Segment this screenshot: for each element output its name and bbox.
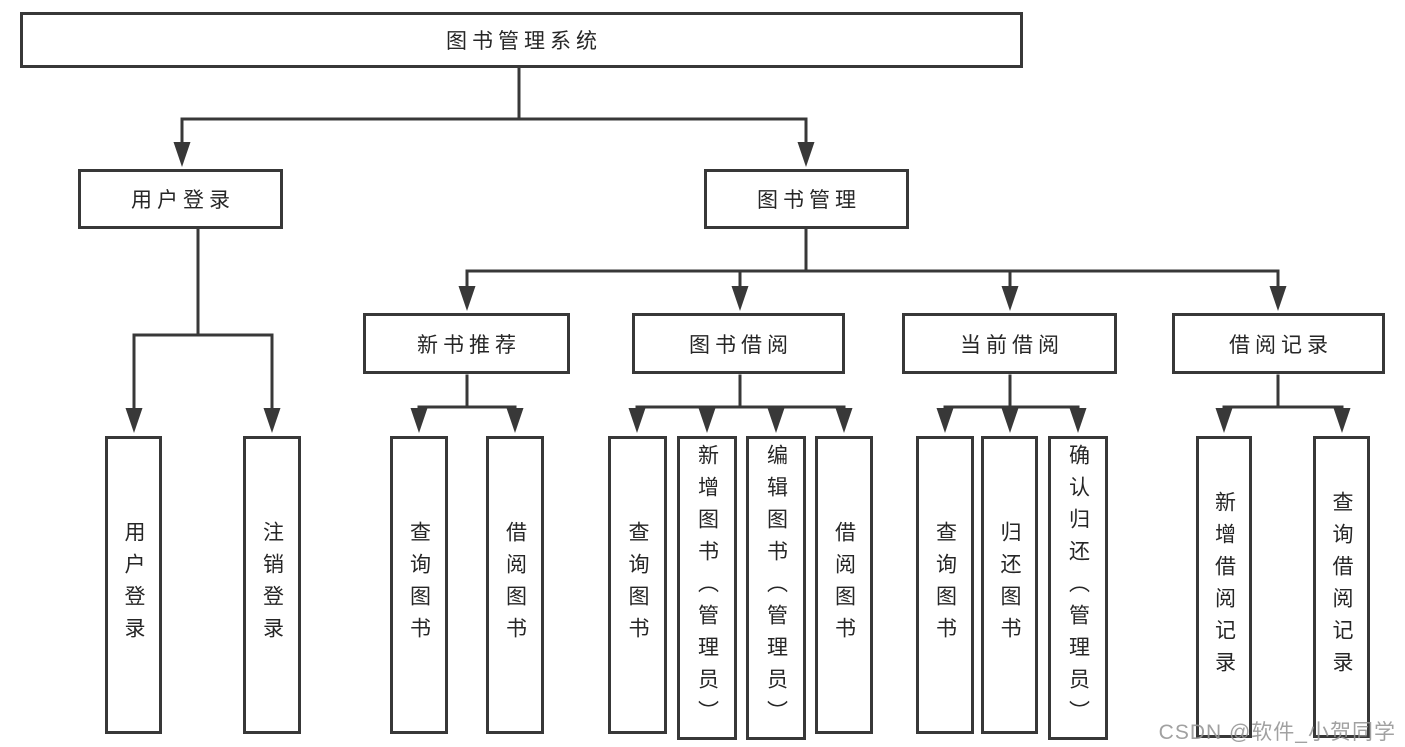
leaf-query-books-1: 查询图书: [390, 436, 448, 734]
node-label: 借阅记录: [1229, 333, 1333, 357]
leaf-user-login: 用户登录: [105, 436, 162, 734]
node-book-management: 图书管理: [704, 169, 909, 229]
node-label: 当前借阅: [960, 333, 1064, 357]
leaf-query-books-3: 查询图书: [916, 436, 974, 734]
leaf-label: 确认归还（管理员）: [1066, 444, 1090, 732]
leaf-label: 用户登录: [122, 521, 145, 649]
leaf-label: 查询借阅记录: [1330, 491, 1353, 683]
leaf-label: 新增图书（管理员）: [695, 444, 719, 732]
node-label: 图书管理: [757, 189, 861, 212]
leaf-query-books-2: 查询图书: [608, 436, 667, 734]
node-book-borrow: 图书借阅: [632, 313, 845, 374]
connector-user-login: [132, 227, 274, 414]
leaf-label: 查询图书: [933, 521, 957, 649]
connector-root: [180, 66, 808, 148]
leaf-label: 注销登录: [260, 521, 284, 649]
node-current-borrow: 当前借阅: [902, 313, 1117, 374]
node-label: 图书借阅: [689, 333, 793, 357]
leaf-logout: 注销登录: [243, 436, 301, 734]
leaf-query-borrow-record: 查询借阅记录: [1313, 436, 1370, 738]
leaf-add-borrow-record: 新增借阅记录: [1196, 436, 1252, 738]
leaf-add-books-admin: 新增图书（管理员）: [677, 436, 737, 740]
node-label: 用户登录: [131, 189, 235, 212]
connector-borrow-records: [1222, 374, 1344, 414]
node-new-book-recommend: 新书推荐: [363, 313, 570, 374]
leaf-return-books: 归还图书: [981, 436, 1038, 734]
node-label: 图书管理系统: [446, 30, 602, 53]
node-label: 新书推荐: [417, 333, 521, 357]
leaf-label: 查询图书: [407, 521, 431, 649]
connector-book-borrow: [635, 374, 846, 414]
arrowheads: [125, 142, 1351, 433]
csdn-watermark: CSDN @软件_小贺同学: [1158, 721, 1396, 744]
connector-book-management: [465, 227, 1280, 294]
leaf-label: 查询图书: [626, 521, 649, 649]
node-borrow-records: 借阅记录: [1172, 313, 1385, 374]
node-library-management-system: 图书管理系统: [20, 12, 1023, 68]
leaf-label: 归还图书: [998, 521, 1021, 649]
leaf-borrow-books-1: 借阅图书: [486, 436, 544, 734]
node-user-login: 用户登录: [78, 169, 283, 229]
connector-current-borrow: [943, 374, 1080, 414]
leaf-label: 借阅图书: [832, 521, 856, 649]
leaf-label: 借阅图书: [503, 521, 527, 649]
connector-new-book: [417, 374, 517, 414]
leaf-label: 编辑图书（管理员）: [764, 444, 788, 732]
leaf-borrow-books-2: 借阅图书: [815, 436, 873, 734]
leaf-label: 新增借阅记录: [1212, 491, 1236, 683]
leaf-confirm-return-admin: 确认归还（管理员）: [1048, 436, 1108, 740]
leaf-edit-books-admin: 编辑图书（管理员）: [746, 436, 806, 740]
